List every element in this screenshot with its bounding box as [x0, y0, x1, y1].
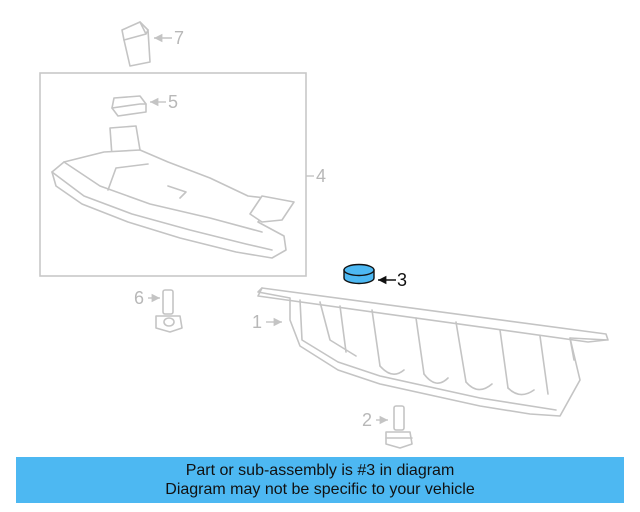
banner-line-1: Part or sub-assembly is #3 in diagram — [185, 462, 455, 479]
callout-1: 1 — [252, 312, 262, 332]
info-banner: Part or sub-assembly is #3 in diagram Di… — [16, 457, 624, 503]
callout-5: 5 — [168, 92, 178, 112]
callout-6: 6 — [134, 288, 144, 308]
part-7-clip[interactable] — [121, 21, 151, 67]
part-5-seal[interactable] — [111, 95, 147, 117]
part-6-bolt[interactable] — [155, 289, 183, 333]
callout-2: 2 — [362, 410, 372, 430]
callout-7: 7 — [174, 28, 184, 48]
part-2-drain-bolt[interactable] — [385, 405, 413, 449]
filter-assembly-frame — [39, 72, 307, 277]
callout-3: 3 — [397, 270, 407, 290]
part-4-strainer[interactable] — [51, 125, 295, 259]
banner-line-2: Diagram may not be specific to your vehi… — [165, 481, 475, 498]
part-1-oil-pan[interactable] — [257, 287, 609, 417]
callout-4: 4 — [316, 166, 326, 186]
part-3-plug[interactable] — [343, 263, 375, 285]
